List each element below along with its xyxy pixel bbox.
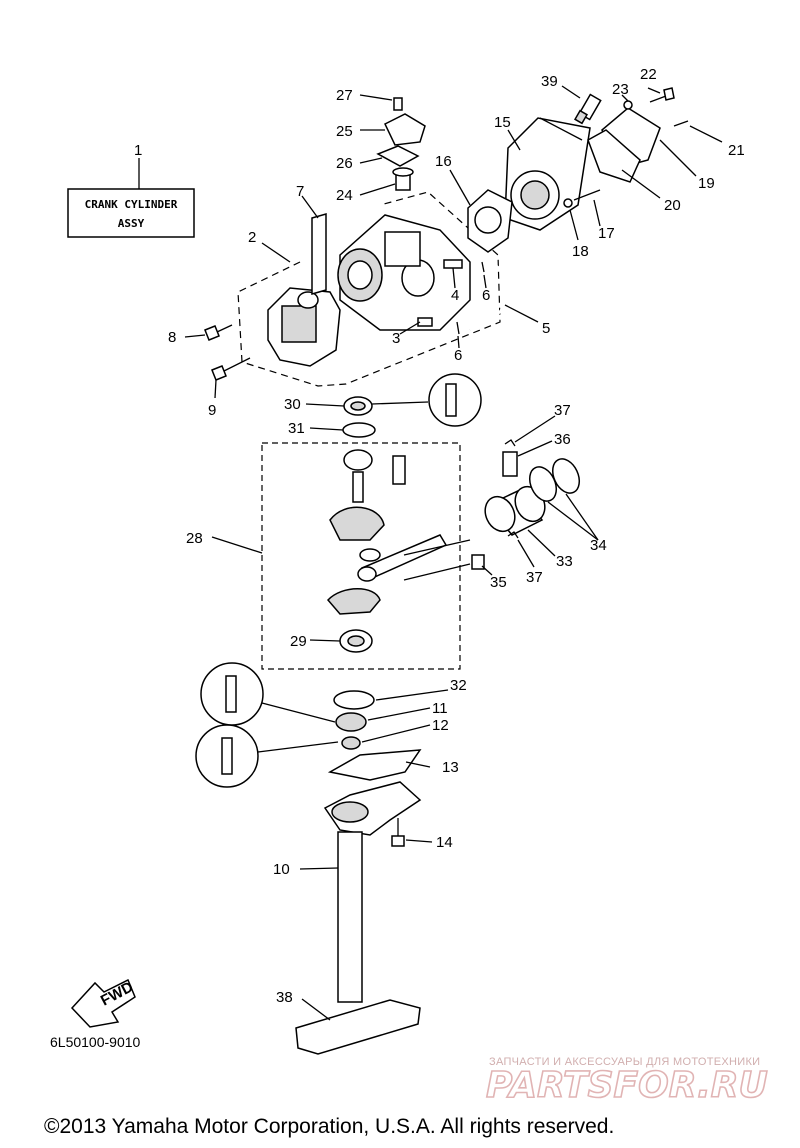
callout-28: 28	[186, 530, 203, 547]
thermostat-assembly	[376, 97, 426, 191]
head-gasket	[467, 189, 513, 253]
callout-21: 21	[728, 142, 745, 159]
callout-36: 36	[554, 431, 571, 448]
cylinder-head	[504, 117, 591, 231]
oil-seal-11	[335, 712, 367, 732]
callout-25: 25	[336, 123, 353, 140]
callout-22: 22	[640, 66, 657, 83]
callout-3: 3	[392, 330, 400, 347]
assembly-title-box: CRANK CYLINDER ASSY	[67, 158, 195, 238]
callout-29: 29	[290, 633, 307, 650]
callout-23: 23	[612, 81, 629, 98]
bearing-12	[341, 736, 361, 750]
callout-4: 4	[451, 287, 459, 304]
oil-seal-32	[333, 690, 375, 710]
cover-gasket	[587, 129, 641, 183]
callout-20: 20	[664, 197, 681, 214]
washer-31	[342, 422, 376, 438]
crankshaft-group-box	[261, 442, 461, 670]
callout-8: 8	[168, 329, 176, 346]
watermark-logo: ЗАПЧАСТИ И АКСЕССУАРЫ ДЛЯ МОТОТЕХНИКИ PA…	[485, 1056, 768, 1107]
callout-9: 9	[208, 402, 216, 419]
bolt-9	[211, 357, 251, 381]
cylinder-block	[337, 214, 471, 331]
crankcase-half	[267, 287, 341, 367]
piston-pin	[502, 451, 518, 477]
bearing-30	[343, 396, 373, 416]
callout-18: 18	[572, 243, 589, 260]
bolt-8	[204, 324, 233, 341]
callout-35: 35	[490, 574, 507, 591]
spark-plug	[574, 93, 602, 125]
callout-10: 10	[273, 861, 290, 878]
callout-37-upper: 37	[554, 402, 571, 419]
title-box-line1: CRANK CYLINDER	[85, 198, 178, 211]
callout-31: 31	[288, 420, 305, 437]
callout-1: 1	[134, 142, 142, 159]
gasket-13	[327, 749, 422, 781]
watermark-tagline: ЗАПЧАСТИ И АКСЕССУАРЫ ДЛЯ МОТОТЕХНИКИ	[489, 1056, 760, 1068]
callout-2: 2	[248, 229, 256, 246]
fwd-arrow-icon: FWD	[70, 978, 136, 1028]
callout-13: 13	[442, 759, 459, 776]
callout-24: 24	[336, 187, 353, 204]
crankshaft	[326, 449, 448, 653]
callout-30: 30	[284, 396, 301, 413]
callout-32: 32	[450, 677, 467, 694]
leader-lines	[184, 85, 723, 1021]
callout-16: 16	[435, 153, 452, 170]
small-end-bearing	[471, 554, 485, 570]
callout-15: 15	[494, 114, 511, 131]
clip-top	[504, 439, 516, 447]
callout-6-lower: 6	[454, 347, 462, 364]
gasket-38	[295, 999, 421, 1055]
callout-38: 38	[276, 989, 293, 1006]
exhaust-guide	[323, 781, 422, 1003]
callout-17: 17	[598, 225, 615, 242]
callout-26: 26	[336, 155, 353, 172]
title-box-line2: ASSY	[118, 217, 145, 230]
callout-19: 19	[698, 175, 715, 192]
callout-39: 39	[541, 73, 558, 90]
callout-34: 34	[590, 537, 607, 554]
callout-5: 5	[542, 320, 550, 337]
callout-11: 11	[432, 700, 448, 717]
callout-12: 12	[432, 717, 449, 734]
callout-27: 27	[336, 87, 353, 104]
callout-6-upper: 6	[482, 287, 490, 304]
clip-bottom	[507, 531, 519, 539]
crankcase-group-outline	[237, 191, 501, 387]
piston-ring-2	[551, 458, 581, 494]
callout-37-lower: 37	[526, 569, 543, 586]
callout-33: 33	[556, 553, 573, 570]
copyright-notice: ©2013 Yamaha Motor Corporation, U.S.A. A…	[44, 1115, 614, 1138]
callout-7: 7	[296, 183, 304, 200]
diagram-code: 6L50100-9010	[50, 1034, 141, 1050]
callout-numbers: 1 2 3 4 5 6 6 7 8 9 10 11 12 13 14 15 16…	[134, 66, 745, 1006]
watermark-brand: PARTSFOR.RU	[486, 1065, 768, 1106]
callout-14: 14	[436, 834, 453, 851]
